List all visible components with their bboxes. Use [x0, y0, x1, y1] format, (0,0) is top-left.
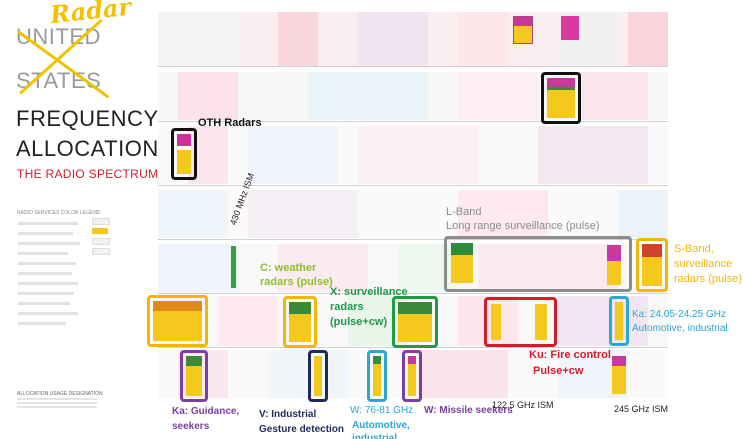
legend-row	[18, 272, 72, 275]
title-frequency: FREQUENCY	[16, 106, 159, 131]
title-subtitle: THE RADIO SPECTRUM	[17, 167, 159, 181]
label-ism-1225: 122.5 GHz ISM	[492, 400, 554, 410]
title-allocations: ALLOCATIONS	[16, 136, 174, 161]
label-v-1: V: Industrial	[259, 409, 317, 420]
w-missile-box	[402, 350, 422, 402]
spectrum-band	[158, 190, 668, 238]
radar-box	[541, 72, 581, 124]
label-ka-guid-1: Ka: Guidance,	[172, 406, 240, 417]
legend-row	[18, 312, 78, 315]
v-band-box	[308, 350, 328, 402]
label-sband-1: S-Band,	[674, 243, 714, 255]
label-cweather-2: radars (pulse)	[260, 276, 333, 288]
x-band-box	[392, 296, 438, 348]
label-ka-auto-1: Ka: 24.05-24.25 GHz	[632, 309, 726, 320]
legend-row	[18, 282, 78, 285]
ka-auto-box	[609, 296, 629, 346]
label-w-auto-1: W: 76-81 GHz	[350, 405, 414, 416]
label-sband-3: radars (pulse)	[674, 273, 742, 285]
label-x-1: X: surveillance	[330, 286, 408, 298]
allocation-block	[561, 16, 579, 40]
legend-row	[18, 232, 73, 235]
label-w-auto-3: industrial	[352, 433, 398, 439]
spectrum-band	[158, 72, 668, 120]
label-oth: OTH Radars	[198, 117, 262, 129]
spectrum-band	[158, 244, 668, 292]
alloc-heading: ALLOCATION USAGE DESIGNATION	[17, 391, 103, 397]
label-lband-2: Long range surveillance (pulse)	[446, 220, 600, 232]
label-sband-2: surveillance	[674, 258, 733, 270]
label-w-auto-2: Automotive,	[352, 420, 410, 431]
ka-guidance-box	[147, 295, 208, 347]
label-x-2: radars	[330, 301, 364, 313]
allocation-block	[231, 246, 236, 288]
oth-radar-box	[171, 128, 197, 180]
label-ku-1: Ku: Fire control	[529, 349, 611, 361]
legend-chip-radiolocation	[92, 228, 108, 234]
alloc-table	[17, 398, 97, 412]
legend-row	[18, 242, 80, 245]
allocation-block	[513, 16, 533, 44]
legend-row	[18, 262, 76, 265]
legend-chip	[92, 218, 110, 225]
legend-row	[18, 302, 70, 305]
legend-row	[18, 292, 74, 295]
ku-band-box	[484, 297, 557, 347]
radar-handwriting: Radar	[48, 0, 133, 30]
label-ku-2: Pulse+cw	[533, 365, 584, 377]
spectrum-band	[158, 126, 668, 184]
legend-chip	[92, 248, 110, 255]
legend-chip	[92, 238, 110, 245]
legend-row	[18, 252, 68, 255]
allocation-block	[612, 356, 626, 394]
label-ka-guid-2: seekers	[172, 421, 210, 432]
c-weather-box	[283, 296, 317, 348]
label-v-2: Gesture detection	[259, 424, 345, 435]
label-x-3: (pulse+cw)	[330, 316, 388, 328]
legend-row	[18, 222, 78, 225]
legend-row	[18, 322, 66, 325]
w-auto-box	[367, 350, 387, 402]
title-united: UNITED	[16, 24, 101, 49]
legend-heading: RADIO SERVICES COLOR LEGEND	[17, 210, 101, 216]
label-lband-1: L-Band	[446, 206, 482, 218]
label-cweather-1: C: weather	[260, 262, 317, 274]
spectrum-band	[158, 12, 668, 66]
label-w-missile: W: Missile seekers	[424, 405, 513, 416]
label-ism-245: 245 GHz ISM	[614, 404, 669, 414]
ka-guidance-lower-box	[180, 350, 208, 402]
l-band-box	[444, 236, 632, 292]
s-band-box	[636, 238, 668, 292]
label-ka-auto-2: Automotive, industrial	[632, 323, 728, 334]
